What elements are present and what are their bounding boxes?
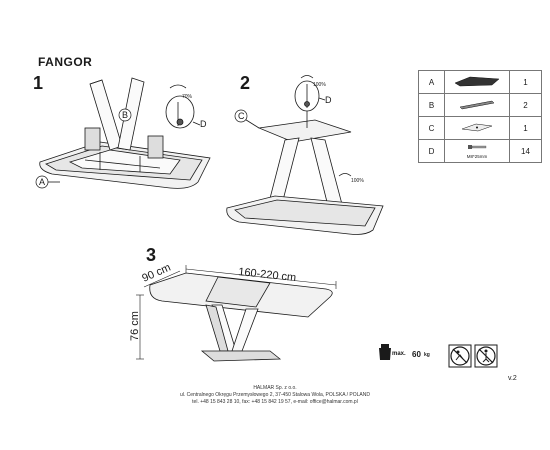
- callout-d2: D: [325, 95, 332, 105]
- rotation-label-step1: 70%: [182, 94, 193, 100]
- step3-drawing: 160-220 cm 90 cm 76 cm: [130, 262, 337, 362]
- part-image-c: [444, 116, 510, 140]
- part-letter: A: [418, 70, 445, 94]
- no-climbing-icon: [448, 344, 472, 368]
- part-letter: D: [418, 139, 445, 163]
- rotation-label-step2-leg: 100%: [351, 178, 364, 184]
- leg-icon: [459, 100, 495, 110]
- part-image-d: M8*25mm: [444, 139, 510, 163]
- part-image-b: [444, 93, 510, 117]
- bolt-spec: M8*25mm: [466, 154, 488, 159]
- tabletop-icon: [454, 76, 500, 87]
- part-qty: 2: [509, 93, 542, 117]
- step1-drawing: B A D 70%: [35, 77, 211, 189]
- footer-company: HALMAR Sp. z o.o.: [253, 385, 297, 391]
- part-qty: 14: [509, 139, 542, 163]
- step2-drawing: C D 100% 100%: [226, 75, 384, 235]
- part-qty: 1: [509, 70, 542, 94]
- callout-d1: D: [200, 119, 207, 129]
- extension-leaf: [205, 276, 271, 308]
- part-qty: 1: [509, 116, 542, 140]
- plate-icon: [461, 123, 493, 132]
- bolt-icon: [468, 145, 487, 149]
- max-load-unit: kg: [424, 352, 430, 358]
- weight-icon: [379, 344, 391, 360]
- step-number-2: 2: [240, 73, 251, 93]
- rotation-label-step2: 100%: [313, 82, 326, 88]
- footer: HALMAR Sp. z o.o. ul. Centralnego Okręgu…: [0, 385, 550, 406]
- base-plate: [200, 350, 282, 362]
- leg-right: [310, 137, 344, 211]
- table-row: D M8*25mm 14: [418, 139, 542, 163]
- dimension-height: 76 cm: [130, 311, 141, 341]
- warning-icons: [448, 344, 498, 368]
- step-number-1: 1: [33, 73, 44, 93]
- max-load-value: 60: [412, 350, 421, 359]
- part-letter: C: [418, 116, 445, 140]
- detail-circle-d1: [165, 95, 195, 129]
- product-title: FANGOR: [38, 55, 93, 69]
- no-standing-icon: [474, 344, 498, 368]
- top-plate-c: [257, 119, 352, 143]
- table-row: C 1: [418, 116, 542, 140]
- step-number-3: 3: [146, 245, 157, 265]
- callout-a: A: [39, 177, 45, 187]
- footer-contact: tel. +48 15 843 28 10, fax: +48 15 842 1…: [192, 399, 358, 405]
- footer-address: ul. Centralnego Okręgu Przemysłowego 2, …: [179, 392, 370, 398]
- version-label: v.2: [508, 375, 517, 382]
- part-letter: B: [418, 93, 445, 117]
- part-image-a: [444, 70, 510, 94]
- parts-table: A 1 B 2 C 1 D M8*25mm 14: [418, 70, 542, 163]
- callout-c: C: [238, 111, 245, 121]
- max-load-label: max.: [392, 351, 406, 357]
- table-row: A 1: [418, 70, 542, 94]
- callout-b: B: [122, 110, 128, 120]
- table-row: B 2: [418, 93, 542, 117]
